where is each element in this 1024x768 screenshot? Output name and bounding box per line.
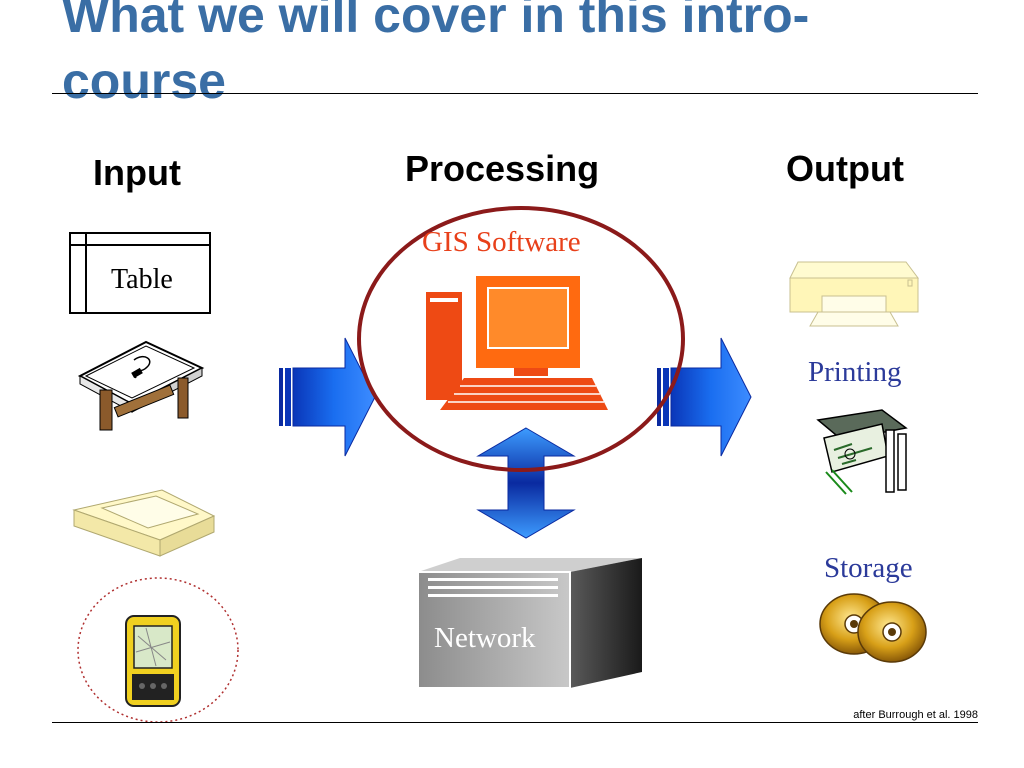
printer-icon <box>789 261 919 327</box>
table-icon: Table <box>69 232 211 314</box>
slide-title: What we will cover in this intro-course <box>62 0 810 109</box>
processing-heading: Processing <box>405 148 600 189</box>
title-divider <box>52 93 978 94</box>
table-label: Table <box>111 264 173 295</box>
plotter-icon <box>816 409 908 495</box>
scanner-icon <box>72 489 216 557</box>
digitizer-table-icon <box>77 340 205 431</box>
table-icon-header-line <box>69 244 211 246</box>
cd-discs-icon <box>819 593 927 663</box>
gps-device-icon <box>77 577 239 723</box>
network-server-icon <box>417 558 642 689</box>
gis-software-label: GIS Software <box>422 226 581 258</box>
network-label: Network <box>434 622 536 654</box>
input-to-processing-arrow <box>279 337 376 457</box>
footer-divider <box>52 722 978 723</box>
gis-software-ellipse <box>357 206 685 472</box>
software-network-double-arrow <box>476 427 576 539</box>
table-icon-column-line <box>85 232 87 314</box>
storage-label: Storage <box>824 552 913 584</box>
input-heading: Input <box>93 152 181 193</box>
citation-text: after Burrough et al. 1998 <box>853 709 978 721</box>
computer-icon <box>426 276 608 410</box>
printing-label: Printing <box>808 356 902 388</box>
output-heading: Output <box>786 148 904 189</box>
